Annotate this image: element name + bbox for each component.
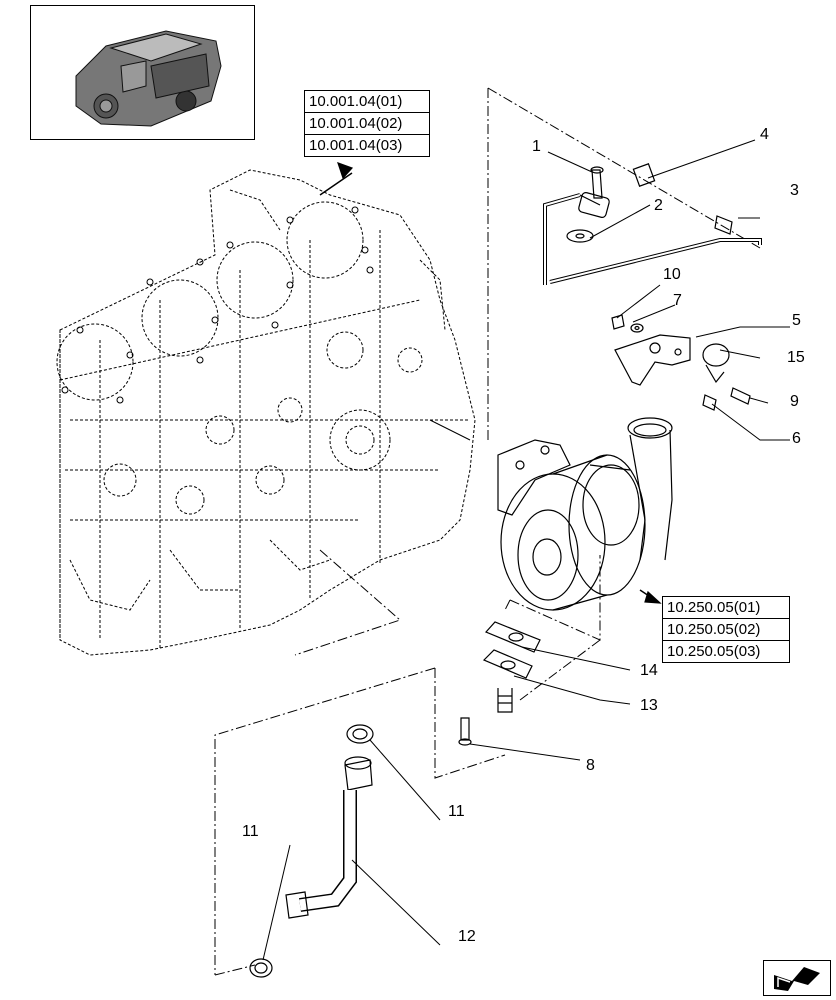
assembly-leader-lines xyxy=(214,87,761,976)
callout-7: 7 xyxy=(673,292,682,309)
engine-thumbnail-icon xyxy=(75,30,222,127)
callout-4: 4 xyxy=(760,126,769,143)
next-page-button[interactable] xyxy=(763,960,831,996)
turbo-reference-table: 10.250.05(01) 10.250.05(02) 10.250.05(03… xyxy=(662,596,790,663)
turbo-ref-3[interactable]: 10.250.05(03) xyxy=(667,643,761,660)
engine-thumbnail xyxy=(30,5,255,140)
drain-pipe xyxy=(249,724,374,978)
engine-ref-1[interactable]: 10.001.04(01) xyxy=(305,91,429,113)
engine-ref-3[interactable]: 10.001.04(03) xyxy=(309,137,403,154)
callout-leaders xyxy=(262,139,790,961)
callout-12: 12 xyxy=(458,928,476,945)
callout-11-upper: 11 xyxy=(448,803,465,820)
callout-3: 3 xyxy=(790,182,799,199)
engine-block-holes xyxy=(61,206,374,404)
engine-block-drawing xyxy=(56,169,476,656)
turbocharger-drawing xyxy=(497,417,673,611)
callout-11-lower: 11 xyxy=(242,823,259,840)
callout-6: 6 xyxy=(792,430,801,447)
callout-9: 9 xyxy=(790,393,799,410)
next-page-arrow-icon xyxy=(774,967,820,991)
callout-13: 13 xyxy=(640,697,658,714)
engine-reference-table: 10.001.04(01) 10.001.04(02) 10.001.04(03… xyxy=(304,90,430,157)
turbo-ref-1[interactable]: 10.250.05(01) xyxy=(663,597,789,619)
callout-1: 1 xyxy=(532,138,541,155)
engine-ref-2[interactable]: 10.001.04(02) xyxy=(305,113,429,135)
callout-8: 8 xyxy=(586,757,595,774)
callout-10: 10 xyxy=(663,266,681,283)
turbo-ref-2[interactable]: 10.250.05(02) xyxy=(663,619,789,641)
callout-15: 15 xyxy=(787,349,805,366)
oil-feed-pipe xyxy=(543,163,762,285)
callout-14: 14 xyxy=(640,662,658,679)
drain-fittings xyxy=(458,621,541,746)
bracket-parts xyxy=(611,314,751,411)
callout-5: 5 xyxy=(792,312,801,329)
callout-2: 2 xyxy=(654,197,663,214)
